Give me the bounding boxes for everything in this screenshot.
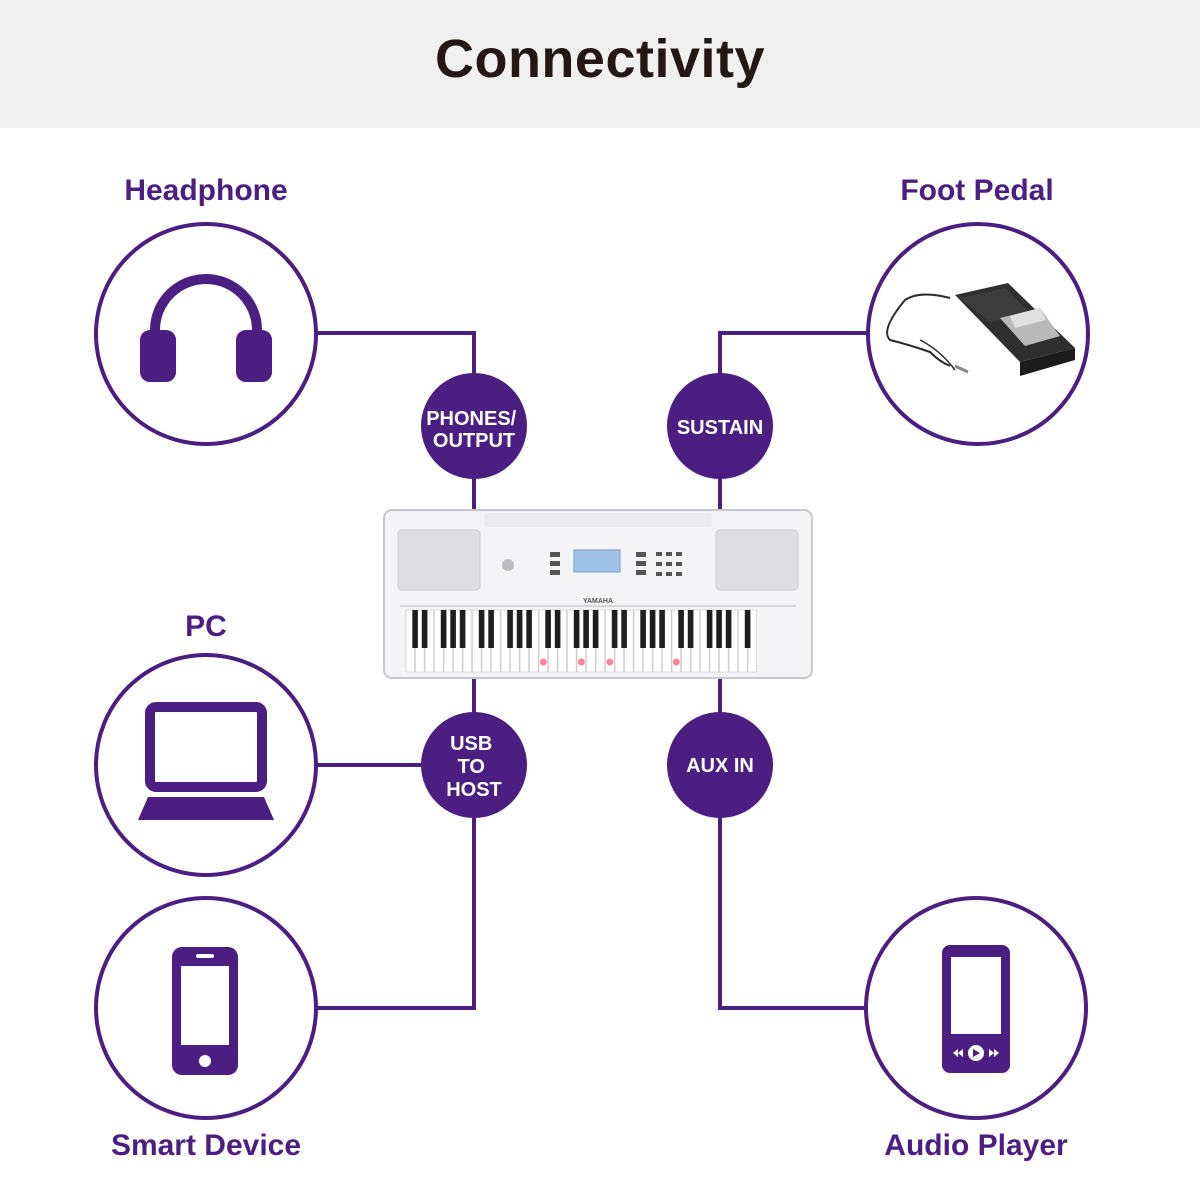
black-key: [545, 610, 551, 648]
label-smart-device: Smart Device: [110, 1129, 302, 1162]
black-key: [716, 610, 722, 648]
lcd-display: [573, 549, 621, 573]
black-key: [611, 610, 618, 648]
port-phones-output: [421, 373, 527, 479]
foot-pedal-circle: [866, 222, 1090, 446]
black-key: [516, 610, 523, 648]
speaker-right: [715, 529, 799, 591]
brand-logo: YAMAHA: [583, 598, 613, 605]
port-label-phones-output: PHONES/ OUTPUT: [426, 408, 522, 452]
black-key: [450, 610, 456, 648]
black-key: [583, 610, 589, 648]
page-title: Connectivity: [434, 29, 766, 89]
lit-key-light: [606, 658, 614, 666]
headphone-circle: [94, 222, 318, 446]
headphone-icon: [140, 274, 272, 382]
black-key: [573, 610, 580, 648]
foot-pedal-image: [886, 283, 1075, 376]
speaker-left: [397, 529, 481, 591]
header-banner: Connectivity: [0, 0, 1200, 128]
port-sustain: [667, 373, 773, 479]
port-label-usb-to-host: USB TO HOST: [446, 733, 502, 801]
black-key: [649, 610, 656, 648]
label-pc: PC: [185, 610, 227, 643]
black-key: [678, 610, 684, 648]
black-key: [459, 610, 466, 648]
black-key: [507, 610, 513, 648]
lit-key-light: [577, 658, 585, 666]
audio-player-icon: [942, 945, 1010, 1073]
black-key: [592, 610, 599, 648]
black-key: [478, 610, 485, 648]
black-key: [687, 610, 694, 648]
lit-key-light: [672, 658, 680, 666]
black-key: [640, 610, 646, 648]
label-audio-player: Audio Player: [884, 1129, 1068, 1162]
lit-key-light: [539, 658, 547, 666]
laptop-icon: [138, 702, 274, 820]
port-label-sustain: SUSTAIN: [677, 417, 763, 439]
line-smart-device: [316, 810, 476, 1010]
black-key: [440, 610, 447, 648]
port-label-aux-in: AUX IN: [686, 755, 754, 777]
label-foot-pedal: Foot Pedal: [900, 174, 1054, 207]
piano-keys: [405, 609, 757, 673]
label-headphone: Headphone: [124, 174, 288, 207]
black-key: [421, 610, 428, 648]
port-usb-to-host: [421, 712, 527, 818]
black-key: [706, 610, 713, 648]
black-key: [621, 610, 627, 648]
black-key: [526, 610, 532, 648]
black-key: [554, 610, 561, 648]
smartphone-icon: [172, 947, 238, 1075]
port-aux-in: [667, 712, 773, 818]
pc-circle: [94, 653, 318, 877]
keyboard-image: YAMAHA: [383, 509, 813, 679]
black-key: [725, 610, 732, 648]
black-key: [659, 610, 665, 648]
black-key: [744, 610, 751, 648]
dial: [502, 559, 514, 571]
black-key: [488, 610, 494, 648]
black-key: [412, 610, 418, 648]
